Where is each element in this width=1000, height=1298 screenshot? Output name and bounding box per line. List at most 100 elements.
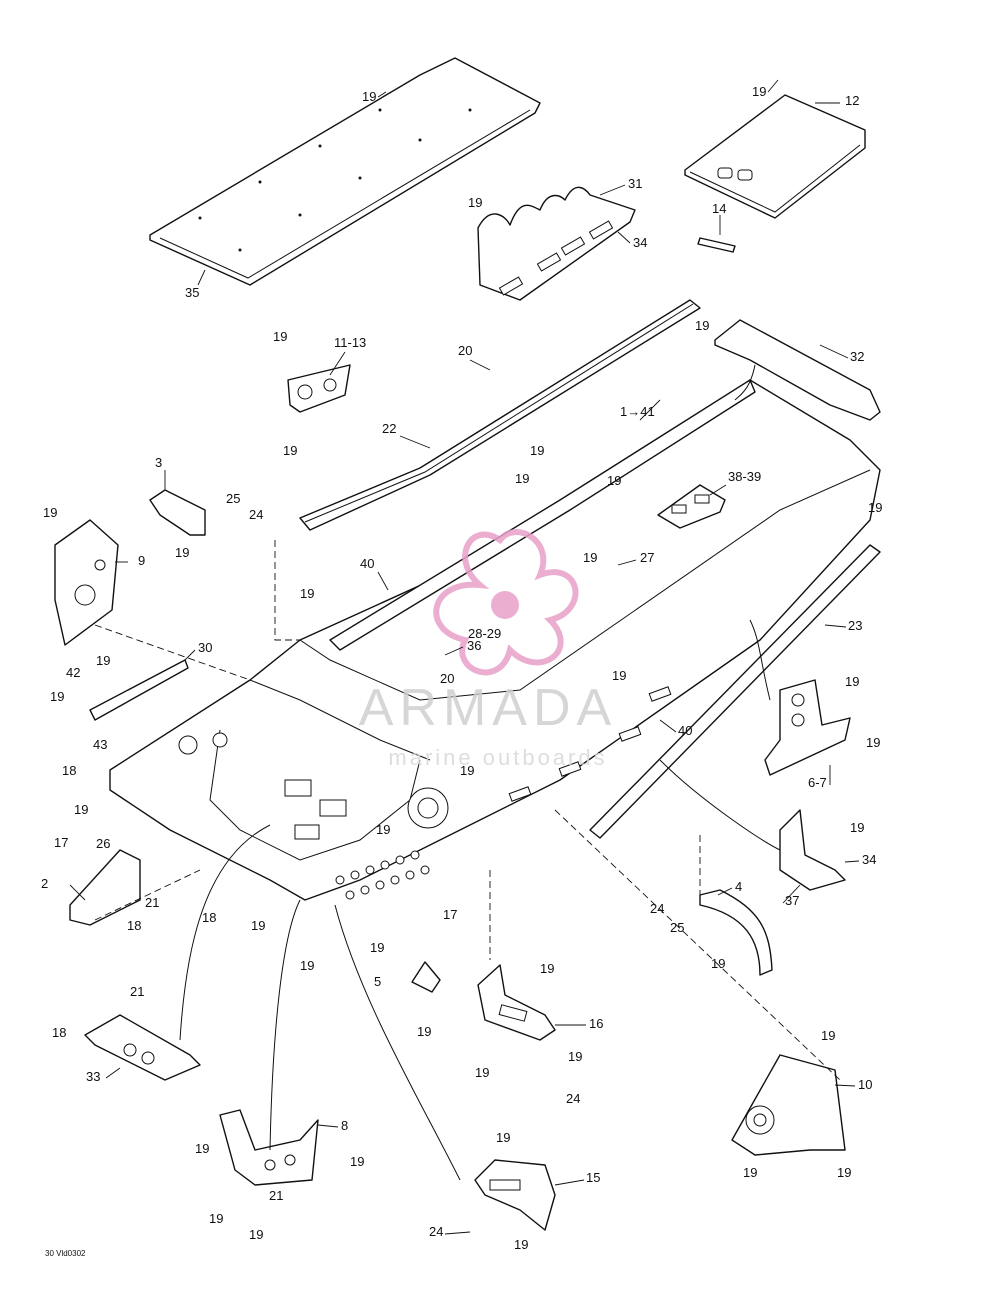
label-19: 19 — [350, 1154, 364, 1169]
label-21: 21 — [130, 984, 144, 999]
label-19: 19 — [468, 195, 482, 210]
label-19: 19 — [300, 958, 314, 973]
watermark: ARMADA marine outboards — [359, 529, 611, 770]
part-16-footrest — [477, 964, 556, 1041]
label-19: 19 — [362, 89, 376, 104]
part-9-plate — [54, 519, 119, 646]
figure-reference: 30 Vld0302 — [45, 1249, 86, 1258]
part-35-panel — [149, 57, 541, 286]
label-19: 19 — [249, 1227, 263, 1242]
label-19: 19 — [376, 822, 390, 837]
part-23-rail — [589, 544, 881, 839]
part-30-bar — [89, 659, 189, 721]
label-19: 19 — [175, 545, 189, 560]
part-32-plate — [714, 319, 881, 421]
label-19: 19 — [866, 735, 880, 750]
label-19: 19 — [711, 956, 725, 971]
label-3: 3 — [155, 455, 162, 470]
label-38-39: 38-39 — [728, 469, 761, 484]
label-24: 24 — [249, 507, 263, 522]
part-14-strip — [697, 237, 736, 253]
label-24: 24 — [650, 901, 664, 916]
label-19: 19 — [496, 1130, 510, 1145]
part-8-bracket — [219, 1109, 319, 1186]
assembly-lines — [94, 364, 841, 1181]
label-9: 9 — [138, 553, 145, 568]
label-1-41: 1→41 — [620, 404, 655, 419]
label-19: 19 — [209, 1211, 223, 1226]
watermark-subtitle: marine outboards — [388, 745, 607, 770]
label-40: 40 — [360, 556, 374, 571]
label-19: 19 — [612, 668, 626, 683]
label-25: 25 — [226, 491, 240, 506]
part-12-cover — [684, 94, 866, 219]
label-27: 27 — [640, 550, 654, 565]
label-36: 36 — [467, 638, 481, 653]
callout-leaders — [69, 79, 860, 1235]
part-22-rail — [299, 299, 701, 531]
callout-labels: 19 19 12 31 19 34 14 35 19 11-13 20 19 3… — [41, 84, 882, 1258]
label-20: 20 — [458, 343, 472, 358]
label-19: 19 — [607, 473, 621, 488]
label-14: 14 — [712, 201, 726, 216]
part-15-footrest — [474, 1159, 556, 1231]
label-19: 19 — [568, 1049, 582, 1064]
label-19: 19 — [475, 1065, 489, 1080]
label-19: 19 — [868, 500, 882, 515]
label-43: 43 — [93, 737, 107, 752]
label-28-29: 28-29 — [468, 626, 501, 641]
label-21: 21 — [145, 895, 159, 910]
label-35: 35 — [185, 285, 199, 300]
part-31-bracket — [477, 186, 636, 301]
label-19: 19 — [837, 1165, 851, 1180]
propeller-logo-icon — [433, 529, 579, 676]
label-17: 17 — [443, 907, 457, 922]
label-31: 31 — [628, 176, 642, 191]
label-32: 32 — [850, 349, 864, 364]
label-34: 34 — [862, 852, 876, 867]
label-37: 37 — [785, 893, 799, 908]
label-19: 19 — [821, 1028, 835, 1043]
label-19: 19 — [417, 1024, 431, 1039]
label-6-7: 6-7 — [808, 775, 827, 790]
part-33-bracket — [84, 1014, 201, 1081]
label-4: 4 — [735, 879, 742, 894]
label-19: 19 — [460, 763, 474, 778]
label-19: 19 — [752, 84, 766, 99]
label-34: 34 — [633, 235, 647, 250]
label-26: 26 — [96, 836, 110, 851]
label-19: 19 — [850, 820, 864, 835]
label-19: 19 — [300, 586, 314, 601]
part-11-13-bracket — [287, 364, 351, 413]
label-19: 19 — [43, 505, 57, 520]
part-3-bracket — [149, 489, 206, 536]
label-19: 19 — [695, 318, 709, 333]
label-18: 18 — [127, 918, 141, 933]
label-18: 18 — [62, 763, 76, 778]
label-40: 40 — [678, 723, 692, 738]
label-23: 23 — [848, 618, 862, 633]
label-2: 2 — [41, 876, 48, 891]
label-19: 19 — [743, 1165, 757, 1180]
label-33: 33 — [86, 1069, 100, 1084]
label-20: 20 — [440, 671, 454, 686]
label-21: 21 — [269, 1188, 283, 1203]
label-19: 19 — [195, 1141, 209, 1156]
label-42: 42 — [66, 665, 80, 680]
label-10: 10 — [858, 1077, 872, 1092]
label-8: 8 — [341, 1118, 348, 1133]
label-12: 12 — [845, 93, 859, 108]
label-19: 19 — [96, 653, 110, 668]
part-2-bracket — [69, 849, 141, 926]
label-19: 19 — [540, 961, 554, 976]
label-19: 19 — [514, 1237, 528, 1252]
label-19: 19 — [283, 443, 297, 458]
label-17: 17 — [54, 835, 68, 850]
label-19: 19 — [251, 918, 265, 933]
label-19: 19 — [515, 471, 529, 486]
label-18: 18 — [52, 1025, 66, 1040]
label-24: 24 — [566, 1091, 580, 1106]
label-19: 19 — [530, 443, 544, 458]
label-19: 19 — [583, 550, 597, 565]
